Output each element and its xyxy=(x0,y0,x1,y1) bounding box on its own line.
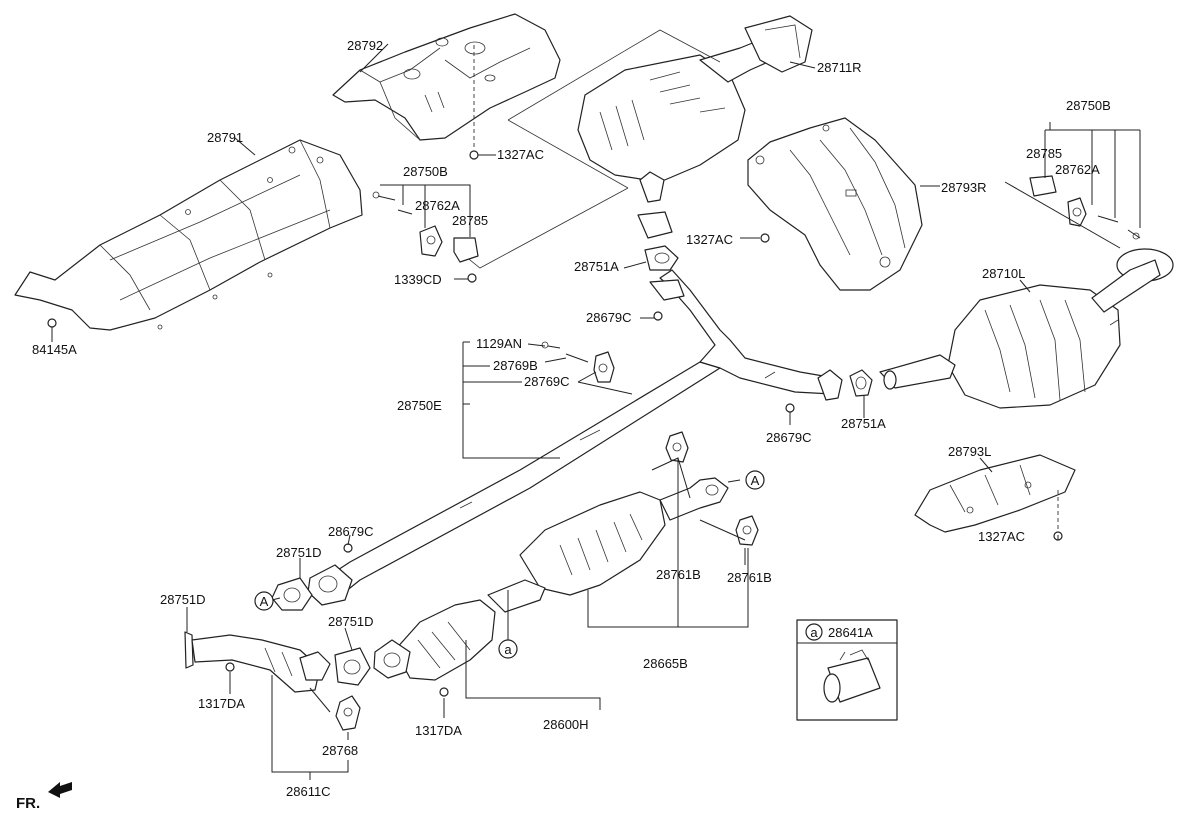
heat-shield-28791 xyxy=(14,139,363,331)
ref-A-text-left: A xyxy=(260,594,269,609)
label-28762A-a: 28762A xyxy=(415,198,460,213)
label-28679C-c: 28679C xyxy=(328,524,374,539)
label-28751D-a: 28751D xyxy=(276,545,322,560)
label-28792: 28792 xyxy=(347,38,383,53)
label-1317DA-a: 1317DA xyxy=(198,696,245,711)
catalytic-converter-28665B xyxy=(487,477,729,613)
label-28679C-a: 28679C xyxy=(586,310,632,325)
label-28769B: 28769B xyxy=(493,358,538,373)
label-28761B-b: 28761B xyxy=(727,570,772,585)
hanger-28761B-a xyxy=(665,431,689,463)
heat-shield-28793R xyxy=(747,117,923,291)
label-28665B: 28665B xyxy=(643,656,688,671)
label-28710L: 28710L xyxy=(982,266,1025,281)
label-28768: 28768 xyxy=(322,743,358,758)
inset-ref-a: a xyxy=(810,625,818,640)
front-pipe-28611C xyxy=(184,631,331,713)
label-1327AC-c: 1327AC xyxy=(978,529,1025,544)
inset-28641A: a xyxy=(796,619,898,721)
label-28793L: 28793L xyxy=(948,444,991,459)
label-1317DA-b: 1317DA xyxy=(415,723,462,738)
heat-shield-28793L xyxy=(914,454,1076,533)
label-28785-a: 28785 xyxy=(452,213,488,228)
gasket-28751D-a xyxy=(271,577,313,611)
gasket-28751D-b xyxy=(334,647,371,686)
front-label: FR. xyxy=(16,795,40,812)
front-direction-indicator: FR. xyxy=(16,782,72,812)
front-arrow-icon xyxy=(48,782,72,798)
ref-marker-A-right: A xyxy=(745,470,765,490)
hanger-28769C xyxy=(593,351,615,383)
ref-marker-a: a xyxy=(498,639,518,659)
label-28791: 28791 xyxy=(207,130,243,145)
label-28679C-b: 28679C xyxy=(766,430,812,445)
leader-lines xyxy=(51,43,1141,780)
label-28641A: 28641A xyxy=(828,625,873,640)
label-28751A-b: 28751A xyxy=(841,416,886,431)
bolts xyxy=(372,191,1141,363)
hanger-28762A-right xyxy=(1029,175,1087,227)
label-28793R: 28793R xyxy=(941,180,987,195)
label-28750B-b: 28750B xyxy=(1066,98,1111,113)
label-1129AN: 1129AN xyxy=(476,336,522,351)
flange-28751A-right xyxy=(817,354,956,401)
ref-marker-A-left: A xyxy=(254,591,274,611)
label-28711R: 28711R xyxy=(817,60,862,75)
flange-28751A-center xyxy=(637,211,685,301)
label-84145A: 84145A xyxy=(32,342,77,357)
label-28762A-b: 28762A xyxy=(1055,162,1100,177)
label-28600H: 28600H xyxy=(543,717,589,732)
hanger-28768 xyxy=(335,695,361,731)
label-1327AC-a: 1327AC xyxy=(497,147,544,162)
front-pipe-28600H xyxy=(373,599,496,681)
label-28769C: 28769C xyxy=(524,374,570,389)
label-1339CD: 1339CD xyxy=(394,272,442,287)
label-28751D-b: 28751D xyxy=(160,592,206,607)
muffler-28711R xyxy=(577,15,813,203)
label-28751A-a: 28751A xyxy=(574,259,619,274)
part-labels: 28792 28711R 28791 1327AC 28750B 28762A … xyxy=(32,38,1111,799)
hanger-28762A-left xyxy=(419,225,479,263)
label-28611C: 28611C xyxy=(286,784,331,799)
ref-a-text: a xyxy=(504,642,512,657)
label-28785-b: 28785 xyxy=(1026,146,1062,161)
label-28750E: 28750E xyxy=(397,398,442,413)
label-28761B-a: 28761B xyxy=(656,567,701,582)
ref-A-text-right: A xyxy=(751,473,760,488)
label-28750B-a: 28750B xyxy=(403,164,448,179)
muffler-28710L xyxy=(947,248,1174,409)
nuts xyxy=(47,150,1063,697)
hanger-28761B-b xyxy=(735,515,759,546)
heat-shield-28792 xyxy=(332,13,561,141)
label-28751D-c: 28751D xyxy=(328,614,374,629)
label-1327AC-b: 1327AC xyxy=(686,232,733,247)
